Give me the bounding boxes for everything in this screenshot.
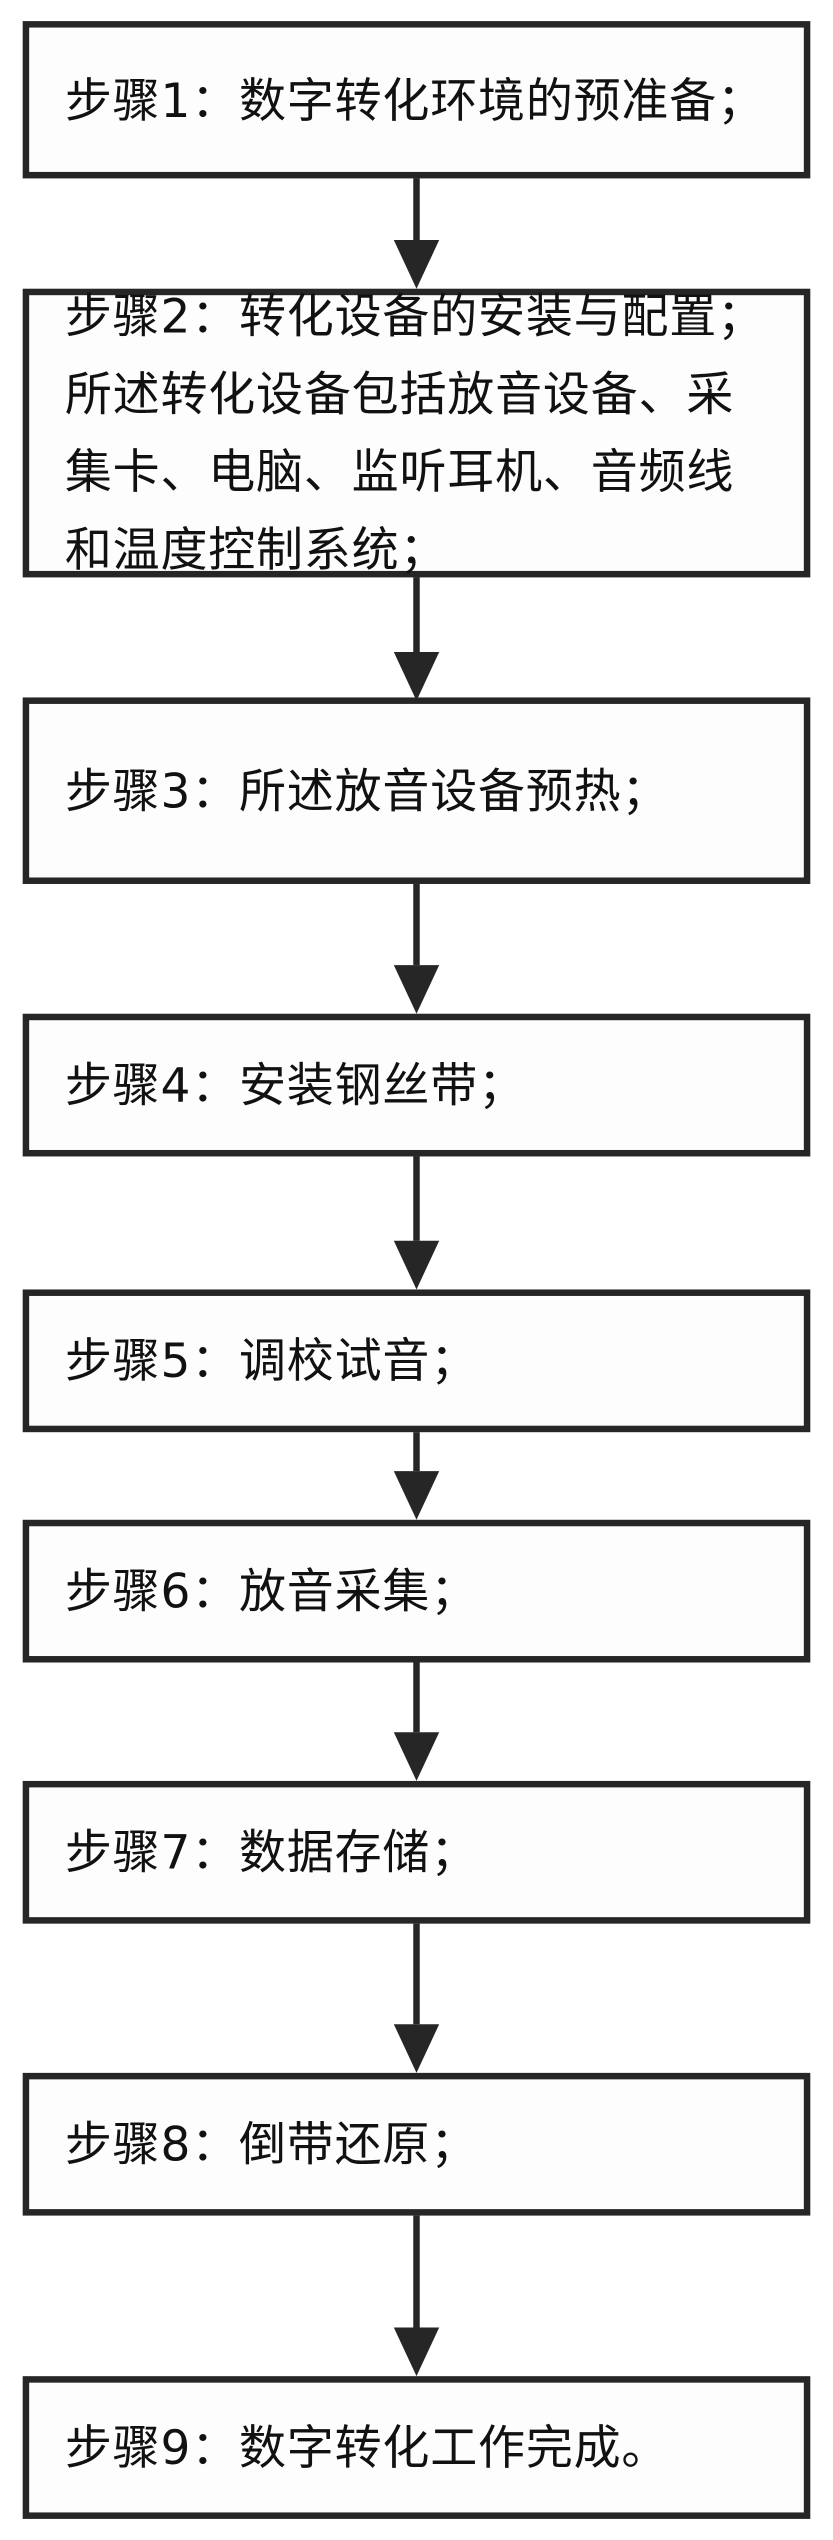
arrow-stem	[413, 883, 420, 966]
flowchart-node-label: 步骤9：数字转化工作完成。	[64, 2419, 670, 2476]
arrow-stem	[413, 1156, 420, 1241]
flowchart-arrow-step-5-to-step-6	[393, 1432, 440, 1520]
flowchart-arrow-step-6-to-step-7	[393, 1662, 440, 1781]
arrow-head-down-icon	[393, 1732, 440, 1781]
arrow-stem	[413, 1662, 420, 1733]
arrow-head-down-icon	[393, 1240, 440, 1290]
flowchart-arrow-step-8-to-step-9	[393, 2215, 440, 2377]
arrow-head-down-icon	[393, 1471, 440, 1520]
flowchart-arrow-step-1-to-step-2	[393, 178, 440, 289]
flowchart-node-step-4: 步骤4：安装钢丝带；	[22, 1013, 811, 1157]
arrow-stem	[413, 577, 420, 653]
arrow-stem	[413, 2215, 420, 2328]
arrow-head-down-icon	[393, 965, 440, 1014]
flowchart-node-label: 步骤2：转化设备的安装与配置； 所述转化设备包括放音设备、采集卡、电脑、监听耳机…	[64, 288, 765, 578]
flowchart-arrow-step-2-to-step-3	[393, 577, 440, 701]
flowchart-node-step-2: 步骤2：转化设备的安装与配置； 所述转化设备包括放音设备、采集卡、电脑、监听耳机…	[22, 288, 811, 578]
arrow-head-down-icon	[393, 652, 440, 701]
arrow-head-down-icon	[393, 240, 440, 289]
flowchart-node-step-5: 步骤5：调校试音；	[22, 1289, 811, 1433]
flowchart-arrow-step-7-to-step-8	[393, 1923, 440, 2073]
flowchart-node-label: 步骤1：数字转化环境的预准备；	[64, 72, 765, 128]
arrow-head-down-icon	[393, 2024, 440, 2073]
flowchart-arrow-step-4-to-step-5	[393, 1156, 440, 1290]
flowchart-node-step-7: 步骤7：数据存储；	[22, 1780, 811, 1924]
flowchart-node-step-1: 步骤1：数字转化环境的预准备；	[22, 21, 811, 179]
arrow-stem	[413, 1923, 420, 2025]
flowchart-node-step-8: 步骤8：倒带还原；	[22, 2072, 811, 2216]
flowchart-node-label: 步骤5：调校试音；	[64, 1333, 479, 1389]
flowchart-node-label: 步骤3：所述放音设备预热；	[64, 763, 670, 819]
flowchart-node-label: 步骤6：放音采集；	[64, 1563, 479, 1619]
flowchart-node-step-9: 步骤9：数字转化工作完成。	[22, 2376, 811, 2519]
arrow-stem	[413, 178, 420, 241]
arrow-head-down-icon	[393, 2327, 440, 2377]
flowchart-node-step-6: 步骤6：放音采集；	[22, 1519, 811, 1663]
flowchart-node-step-3: 步骤3：所述放音设备预热；	[22, 697, 811, 884]
arrow-stem	[413, 1432, 420, 1472]
flowchart-node-label: 步骤4：安装钢丝带；	[64, 1057, 526, 1113]
flowchart-arrow-step-3-to-step-4	[393, 883, 440, 1014]
flowchart-node-label: 步骤8：倒带还原；	[64, 2116, 479, 2172]
flowchart-node-label: 步骤7：数据存储；	[64, 1824, 479, 1880]
